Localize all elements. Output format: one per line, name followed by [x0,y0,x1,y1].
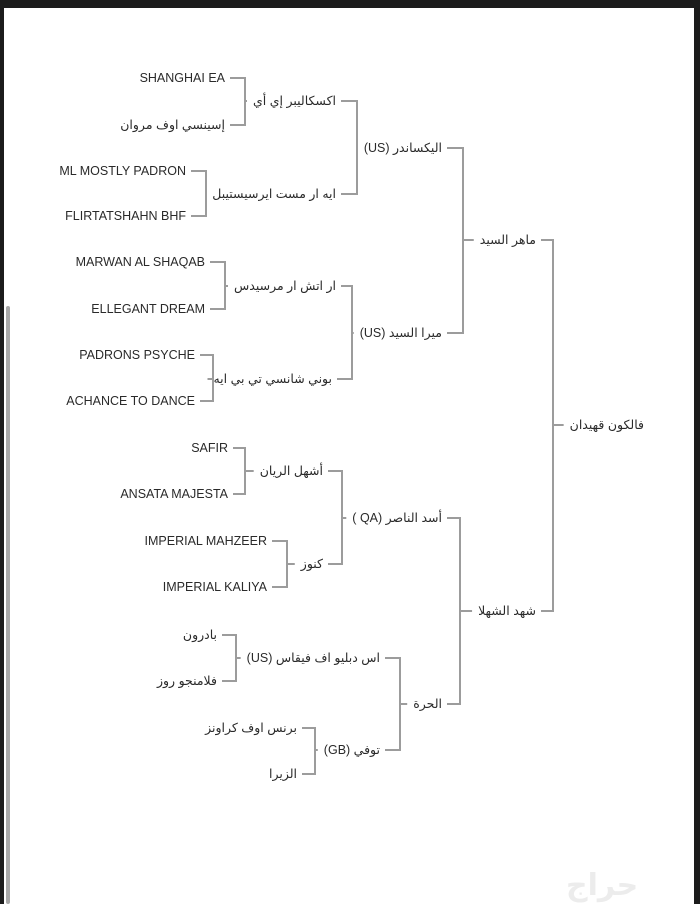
bracket-entry-round1: MARWAN AL SHAQAB [75,255,205,269]
scrollbar[interactable] [6,306,10,904]
bracket-entry-round1: ML MOSTLY PADRON [59,164,186,178]
bracket-entry-round1: IMPERIAL KALIYA [162,580,267,594]
haraj-watermark-logo: حراج [566,868,639,903]
bracket-entry-round2: بوني شانسي تي بي ايه [213,372,332,386]
bracket-entry-round2: أشهل الريان [259,464,323,478]
bracket-entry-round2: ايه ار مست ايرسيستيبل [212,187,336,201]
bracket-entry-round1: برنس اوف كراونز [205,721,297,735]
bracket-entry-round1: ANSATA MAJESTA [120,487,228,501]
page-canvas [4,8,694,904]
bracket-entry-round1: فلامنجو روز [156,674,217,688]
bracket-entry-round1: FLIRTATSHAHN BHF [65,209,186,223]
bracket-entry-round4: ماهر السيد [479,233,536,247]
bracket-entry-round1: الزيرا [268,767,297,781]
bracket-entry-round1: إسينسي اوف مروان [120,118,225,132]
bracket-entry-round1: ELLEGANT DREAM [91,302,205,316]
bracket-entry-round4: شهد الشهلا [478,604,536,618]
bracket-entry-round3: ميرا السيد (US) [359,326,442,340]
bracket-entry-round1: PADRONS PSYCHE [79,348,195,362]
bracket-entry-round3: الحرة [413,697,442,711]
bracket-entry-round2: ار اتش ار مرسيدس [234,279,336,293]
bracket-entry-round1: بادرون [182,628,217,642]
bracket-entry-round2: اس دبليو اف فيقاس (US) [246,651,380,665]
bracket-entry-round2: اكسكاليبر إي أي [253,94,336,108]
bracket-entry-round2: توفي (GB) [323,743,380,757]
bracket-champion: فالكون قهيدان [569,418,644,432]
bracket-entry-round1: ACHANCE TO DANCE [66,394,195,408]
bracket-entry-round3: أسد الناصر (QA ) [352,511,442,525]
bracket-entry-round1: SAFIR [191,441,228,455]
bracket-entry-round3: اليكساندر (US) [363,141,442,155]
bracket-entry-round1: IMPERIAL MAHZEER [144,534,267,548]
bracket-entry-round1: SHANGHAI EA [139,71,225,85]
bracket-entry-round2: كنوز [300,557,323,571]
